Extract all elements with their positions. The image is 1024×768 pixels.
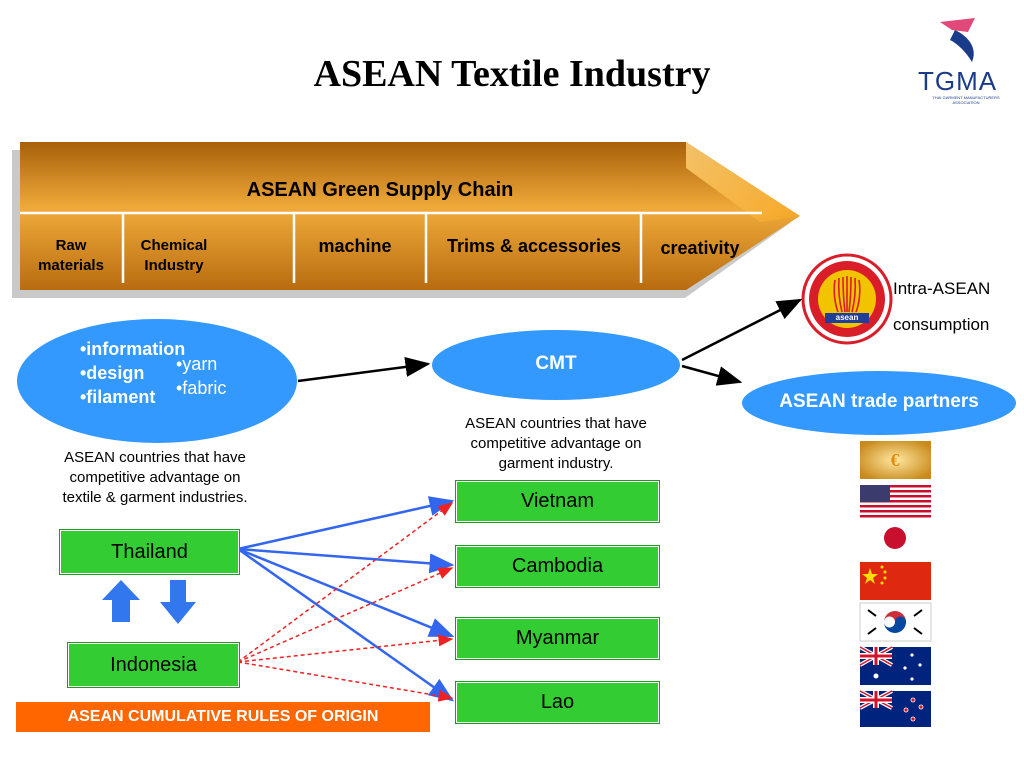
asean-emblem-text: asean [835,313,859,322]
stage-machine: machine [318,236,392,256]
stage-raw-materials: Raw materials [38,237,104,274]
trade-partners-label: ASEAN trade partners [779,391,979,412]
country-box-indonesia: Indonesia [68,643,239,687]
cmt-to-partners-arrow [681,364,743,386]
country-box-cambodia: Cambodia [456,546,659,587]
trade-partners-oval [742,371,1016,435]
eu-flag-icon: € [860,441,931,479]
list-item: •fabric [176,378,227,398]
thailand-lao-arrow [237,547,455,702]
materials-oval [17,319,297,443]
country-box-vietnam: Vietnam [456,481,659,522]
tgma-logo-text: TGMA [918,66,998,96]
supply-chain-title: ASEAN Green Supply Chain [246,179,514,201]
stage-trims-accessories: Trims & accessories [446,236,622,256]
thailand-cambodia-arrow [237,547,455,574]
oval-to-cmt-arrow [297,357,431,383]
cmt-to-intra-arrow [681,298,803,362]
materials-sublist: •yarn •fabric [176,352,226,400]
supply-chain-arrow-tip [686,142,800,222]
cmt-oval [432,330,680,400]
up-arrow-icon [102,580,140,622]
japan-flag-icon [860,521,931,556]
indonesia-myanmar-arrow [237,634,454,663]
australia-flag-icon [859,645,931,685]
svg-text:€: € [891,450,900,470]
korea-flag-icon [859,602,932,642]
list-item: •yarn [176,354,218,374]
supply-chain-arrow [20,142,800,290]
thailand-vietnam-arrow [237,496,455,551]
intra-asean-label: Intra-ASEAN consumption [893,279,991,334]
country-box-myanmar: Myanmar [456,618,659,659]
indonesia-lao-arrow [237,661,454,702]
indonesia-vietnam-arrow [237,502,454,663]
down-arrow-icon [160,580,196,624]
stage-creativity: creativity [660,238,740,258]
stage-chemical-industry: Chemical Industry [140,237,208,274]
country-box-lao: Lao [456,682,659,723]
indonesia-cambodia-arrow [237,567,454,663]
china-flag-icon [860,562,931,600]
usa-flag-icon [860,485,931,518]
thailand-myanmar-arrow [237,547,455,638]
materials-list: •information •design •filament [80,337,185,409]
cmt-label: CMT [535,353,577,374]
new-zealand-flag-icon [859,689,931,727]
tgma-logo-mark [940,18,975,62]
list-item: •information [80,339,186,359]
tgma-logo-subtitle: THAI GARMENT MANUFACTURERS ASSOCIATION [932,95,1000,105]
country-box-thailand: Thailand [60,530,239,574]
page-title: ASEAN Textile Industry [313,53,711,95]
list-item: •filament [80,387,156,407]
rules-of-origin-banner: ASEAN CUMULATIVE RULES OF ORIGIN [16,702,430,732]
garment-caption: ASEAN countries that have competitive ad… [465,415,647,472]
list-item: •design [80,363,145,383]
asean-emblem-icon [801,253,893,345]
textile-caption: ASEAN countries that have competitive ad… [62,449,248,506]
